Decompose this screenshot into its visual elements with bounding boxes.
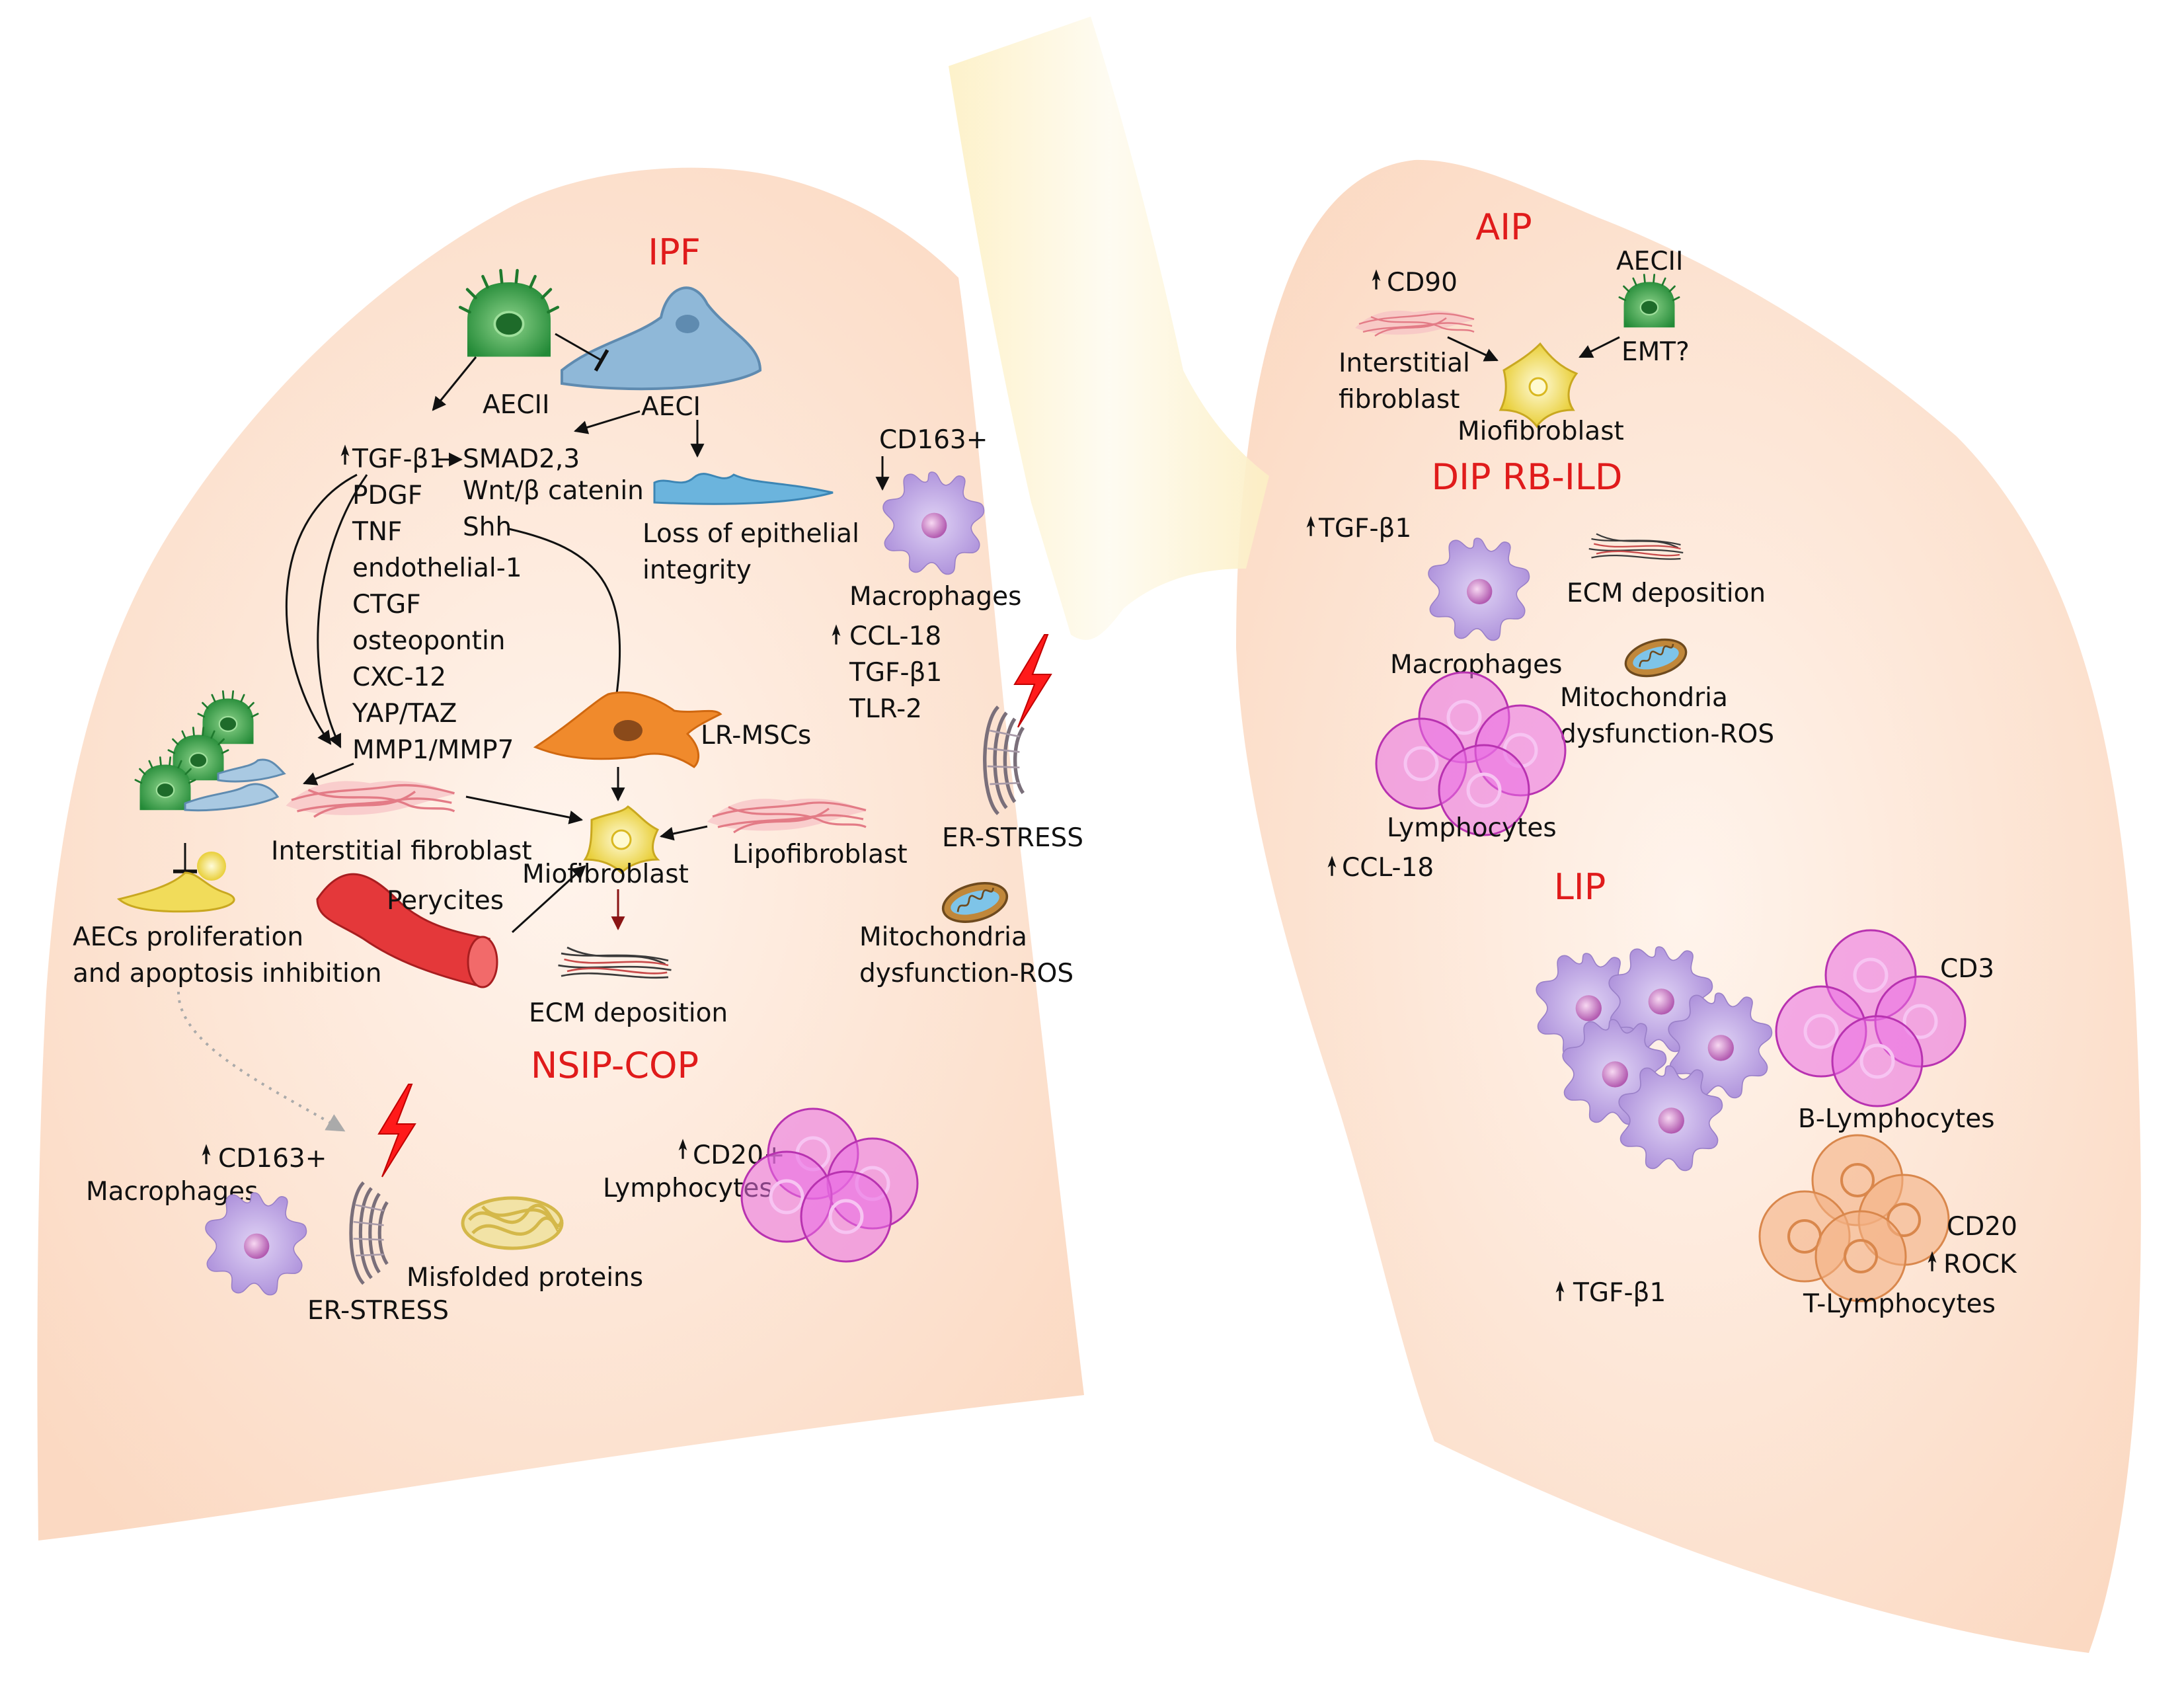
ipf-mediator-yap-taz: YAP/TAZ (352, 699, 457, 729)
misfolded-proteins-icon (461, 1196, 564, 1250)
ipf-lr-mscs-label: LR-MSCs (701, 721, 811, 750)
ipf-mediator-tgf: TGF-β1 (352, 444, 445, 474)
ipf-marker-tgf: TGF-β1 (849, 658, 942, 688)
title-lip: LIP (1554, 866, 1606, 908)
perycite-to-miofibroblast-arrow (511, 865, 586, 934)
lip-b-lymphocytes-label: B-Lymphocytes (1798, 1104, 1995, 1134)
dip-ccl18-label: CCL-18 (1342, 853, 1434, 883)
ipf-er-stress-label: ER-STRESS (942, 823, 1083, 853)
aip-emt-label: EMT? (1621, 337, 1690, 367)
aip-miofibroblast-label: Miofibroblast (1458, 417, 1624, 446)
ipf-lightning-bolt-icon (1014, 634, 1052, 728)
aeci-to-smad-arrow (573, 410, 641, 434)
title-aip: AIP (1475, 206, 1532, 248)
perycite-vessel-icon (316, 873, 498, 988)
ipf-miofibroblast-label: Miofibroblast (522, 860, 689, 889)
aip-miofibroblast-icon (1499, 342, 1579, 428)
ipf-mediator-pdgf: PDGF (352, 481, 422, 510)
lipofibroblast-to-miofibroblast-arrow (659, 825, 708, 841)
ipf-mediator-endothelial: endothelial-1 (352, 553, 522, 583)
ipf-macrophages-label: Macrophages (849, 582, 1021, 612)
ipf-loss-epithelial-line1: Loss of epithelial (643, 519, 859, 549)
aip-fibroblast-to-miofibroblast-arrow (1447, 336, 1499, 362)
ipf-mediator-list: TGF-β1 PDGF TNF endothelial-1 CTGF osteo… (352, 444, 522, 765)
dip-mito-line2: dysfunction-ROS (1560, 719, 1774, 749)
tgf-to-fibroblast-curve-1 (285, 473, 358, 745)
nsip-cd163-label: CD163+ (218, 1144, 327, 1174)
title-ipf: IPF (648, 231, 701, 273)
epithelial-sheet-icon (653, 473, 834, 505)
dip-lymphocytes-label: Lymphocytes (1387, 813, 1557, 843)
ipf-interstitial-label: Interstitial fibroblast (271, 836, 532, 866)
aecii-inhibits-aeci-connector (555, 333, 609, 372)
aip-aecii-label: AECII (1616, 247, 1684, 276)
ipf-pathway-smad: SMAD2,3 (463, 444, 580, 474)
apoptotic-aec-icon (116, 852, 235, 913)
dip-ecm-label: ECM deposition (1567, 579, 1766, 608)
aip-interstitial-line2: fibroblast (1339, 385, 1460, 415)
lip-t-lymphocytes-label: T-Lymphocytes (1803, 1289, 1996, 1319)
aecii-to-tgf-arrow (432, 356, 477, 411)
lip-cd20-label: CD20 (1947, 1212, 2017, 1242)
aip-aecii-to-miofibroblast-arrow (1579, 336, 1620, 358)
right-lung (1236, 159, 2141, 1653)
lip-tgf-label: TGF-β1 (1573, 1278, 1666, 1308)
ipf-mediator-osteopontin: osteopontin (352, 626, 506, 656)
lip-rock-label: ROCK (1943, 1250, 2017, 1279)
ipf-aeci-label: AECI (641, 392, 701, 422)
ipf-marker-ccl18: CCL-18 (849, 621, 941, 651)
nsip-er-stress-label: ER-STRESS (307, 1296, 449, 1326)
aip-cd90-label: CD90 (1387, 268, 1458, 298)
ipf-mito-line1: Mitochondria (859, 922, 1027, 952)
aeci-cell-icon (561, 286, 762, 391)
ipf-cd163-label: CD163+ (879, 425, 988, 455)
ipf-pathway-wnt: Wnt/β catenin (463, 476, 644, 506)
ipf-ecm-label: ECM deposition (529, 998, 728, 1028)
dip-tgf-label: TGF-β1 (1318, 514, 1411, 543)
ipf-miofibroblast-icon (583, 805, 660, 875)
nsip-misfolded-label: Misfolded proteins (407, 1263, 643, 1293)
ipf-pathway-shh: Shh (463, 512, 512, 542)
ipf-mediator-ctgf: CTGF (352, 590, 421, 620)
aip-interstitial-line1: Interstitial (1339, 348, 1470, 378)
shh-to-lrmsc-curve (508, 528, 624, 709)
ipf-lipofibroblast-label: Lipofibroblast (732, 840, 908, 869)
ipf-mito-line2: dysfunction-ROS (859, 959, 1073, 988)
title-dip-rb-ild: DIP RB-ILD (1432, 456, 1623, 498)
ipf-marker-tlr2: TLR-2 (849, 694, 922, 724)
ipf-mediator-mmp: MMP1/MMP7 (352, 735, 514, 765)
title-nsip-cop: NSIP-COP (531, 1045, 699, 1086)
ipf-mediator-cxc12: CXC-12 (352, 662, 446, 692)
interstitial-to-miofibroblast-arrow (465, 795, 584, 824)
ipf-perycites-label: Perycites (387, 886, 504, 916)
ipf-mediator-tnf: TNF (352, 517, 402, 547)
lr-msc-cell-icon (533, 691, 722, 768)
mmp-to-aec-arrow (303, 762, 354, 785)
dip-mito-line1: Mitochondria (1560, 683, 1728, 713)
ipf-aecs-line2: and apoptosis inhibition (73, 959, 381, 988)
lip-cd3-label: CD3 (1940, 954, 1994, 984)
ipf-loss-epithelial-line2: integrity (643, 555, 752, 585)
ipf-aecs-line1: AECs proliferation (73, 922, 303, 952)
aec-cell-cluster (134, 690, 286, 812)
ipf-aecii-label: AECII (483, 390, 550, 420)
trachea-bronchi (949, 17, 1269, 640)
tgf-to-fibroblast-curve-2 (317, 474, 368, 748)
